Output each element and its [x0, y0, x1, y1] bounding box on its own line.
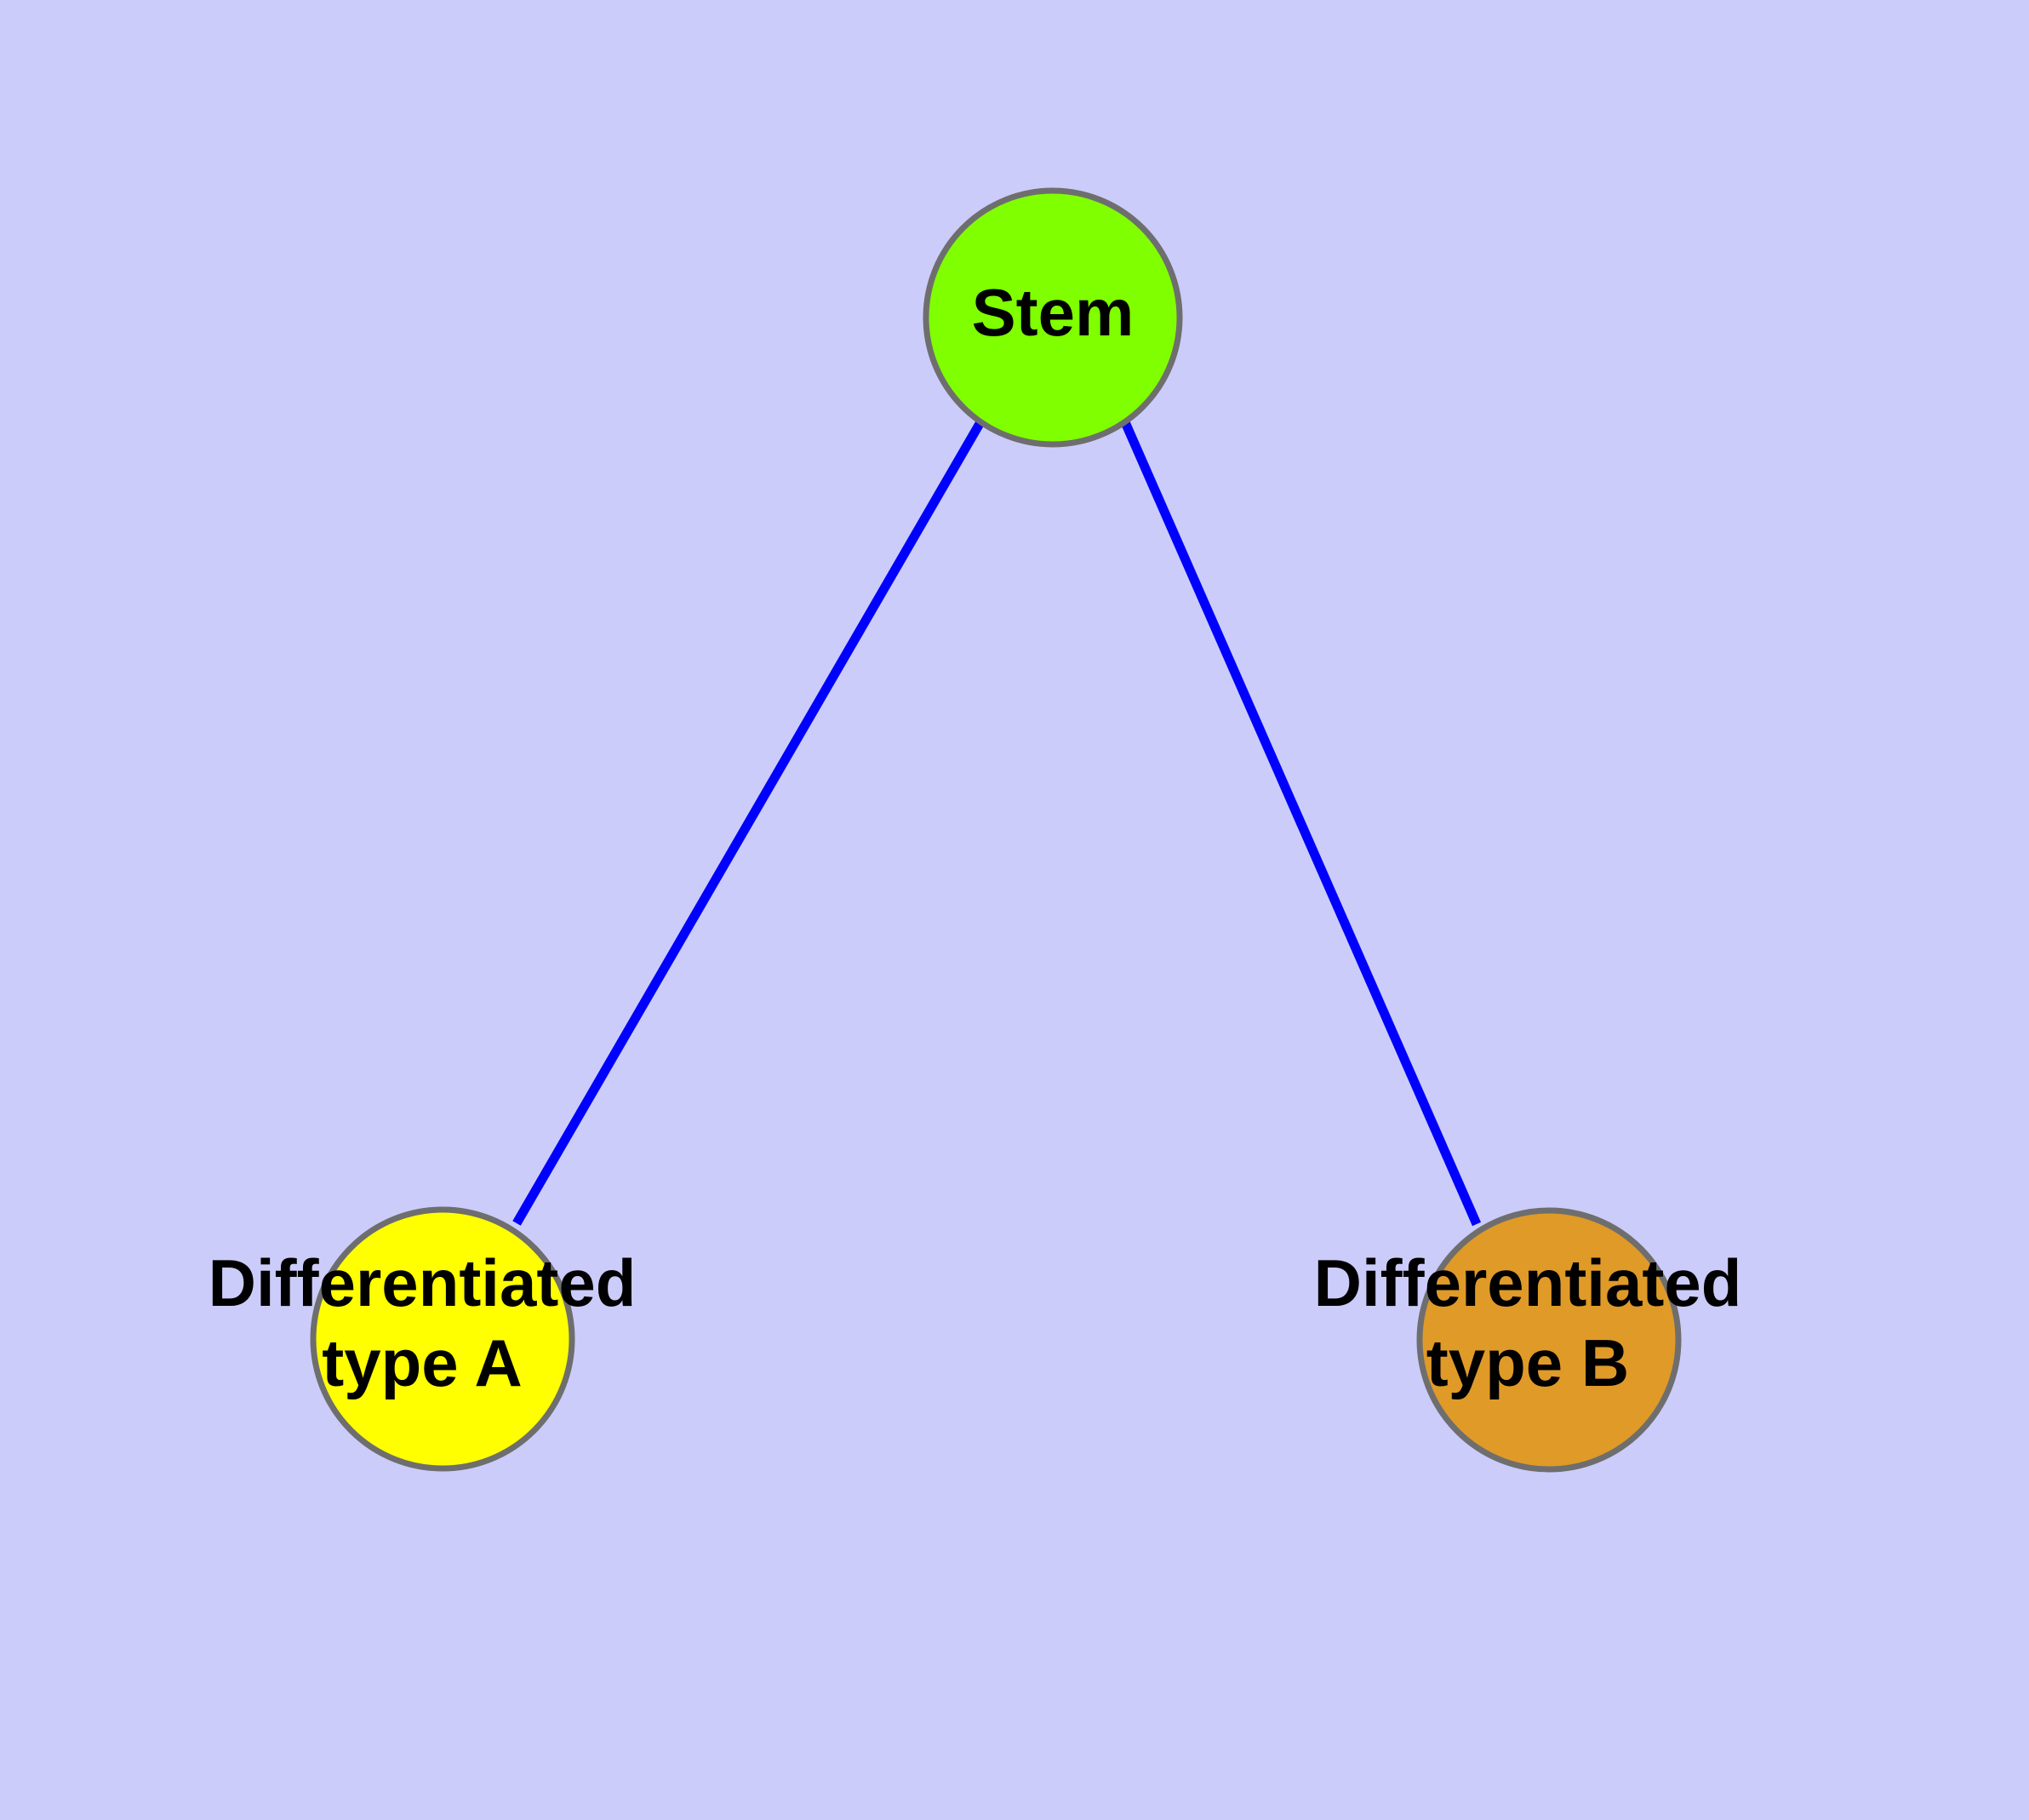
- node-label-line: Differentiated: [1314, 1245, 1742, 1320]
- edge-stem-diff-b[interactable]: [1120, 420, 1482, 1227]
- node-diff_a[interactable]: [310, 1206, 575, 1472]
- edge-stem-diff-a[interactable]: [512, 420, 985, 1226]
- node-stem[interactable]: [923, 187, 1183, 448]
- node-label-line: type B: [1426, 1325, 1629, 1400]
- node-label-line: type A: [322, 1325, 523, 1400]
- edges-layer: [512, 420, 1482, 1227]
- node-label-stem: Stem: [972, 275, 1135, 350]
- nodes-layer: [310, 187, 1682, 1473]
- node-diff_b[interactable]: [1416, 1207, 1682, 1473]
- node-label-line: Stem: [972, 275, 1135, 350]
- node-label-line: Differentiated: [209, 1245, 637, 1320]
